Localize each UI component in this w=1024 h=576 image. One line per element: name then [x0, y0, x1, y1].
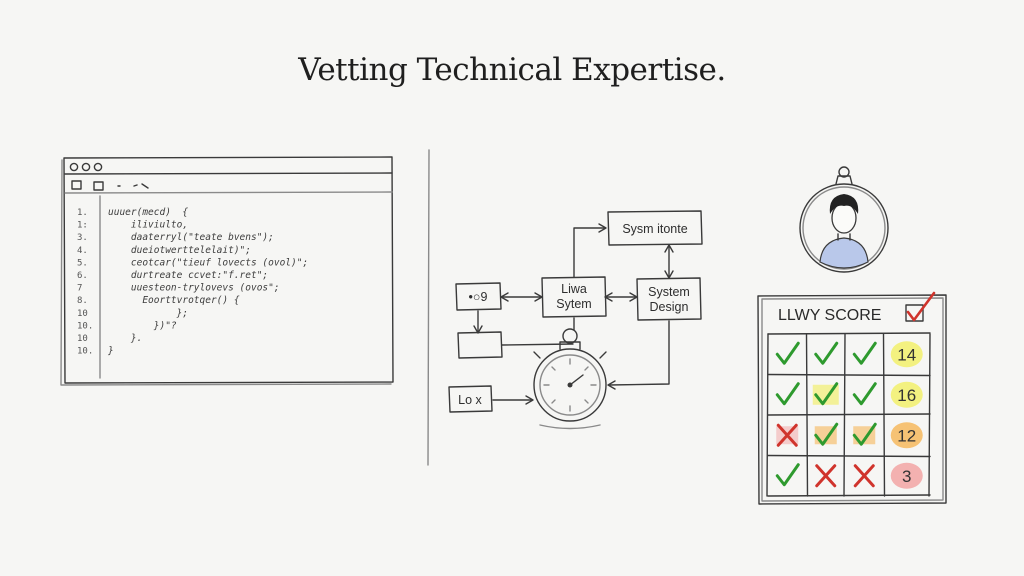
grid-line: [928, 333, 931, 497]
grid-line: [767, 494, 931, 497]
score-highlight: [890, 422, 923, 449]
score-highlight: [890, 341, 923, 368]
right-box-label-1: System: [648, 285, 690, 299]
mid-box-label-1: Liwa: [561, 282, 587, 296]
grid-line: [767, 413, 931, 416]
scorecard: LLWY SCORE 14 16 12 3: [757, 291, 947, 505]
code-line: ceotcar("tieuf lovects (ovol)";: [108, 257, 308, 268]
grid-line: [766, 333, 769, 497]
check-icon: [852, 382, 877, 406]
check-icon: [775, 463, 800, 487]
score-grid: 14 16 12 3: [766, 332, 931, 497]
line-number: 3.: [77, 233, 88, 243]
code-line: };: [108, 308, 188, 319]
check-icon: [814, 422, 839, 446]
toolbar-marks: [117, 183, 149, 189]
stopwatch-icon: [533, 328, 607, 430]
grid-line: [767, 332, 931, 335]
code-line: })"?: [108, 320, 177, 331]
line-number: 10: [77, 309, 88, 319]
check-icon: [775, 341, 800, 365]
check-icon: [814, 341, 839, 365]
cross-icon: [815, 464, 837, 488]
line-number: 10.: [77, 347, 93, 357]
code-line: iliviulto,: [108, 220, 188, 231]
empty-box: [457, 331, 503, 359]
code-line: uuesteon-trylovevs (ovos";: [108, 283, 280, 294]
grid-line: [767, 373, 931, 377]
toolbar-icon: [93, 181, 104, 191]
window-dot-icon: [81, 162, 91, 172]
divider-line: [427, 149, 430, 466]
bottom-box: [448, 385, 493, 413]
window-dot-icon: [69, 162, 79, 172]
line-number: 6.: [77, 271, 88, 281]
avatar: [799, 166, 889, 273]
mid-box-label-2: Sytem: [556, 297, 591, 311]
line-number: 10: [77, 334, 88, 344]
grid-line: [767, 454, 931, 458]
scorecard-header: LLWY SCORE: [778, 307, 881, 324]
window-dot-icon: [93, 162, 103, 172]
line-number: 1.: [77, 208, 88, 218]
grid-line: [805, 333, 809, 497]
line-number: 1:: [77, 221, 88, 231]
top-box-label: Sysm itonte: [622, 222, 687, 236]
check-icon: [852, 341, 877, 365]
line-number: 7: [77, 284, 82, 294]
score-highlight: [890, 381, 923, 408]
avatar-body: [819, 237, 869, 269]
code-line: dueiotwerttelelait)";: [108, 245, 251, 256]
cross-icon: [853, 464, 875, 488]
grid-line: [882, 333, 886, 497]
right-box: [636, 277, 702, 321]
mid-box: [541, 276, 607, 318]
top-box: [607, 210, 703, 246]
code-line: daaterryl("teate bvens");: [108, 232, 274, 243]
check-icon: [814, 382, 839, 406]
flow-diagram: Sysm itonte Liwa Sytem System Design •○9…: [448, 210, 703, 430]
connector-arrows: [473, 223, 674, 405]
score-value: 12: [897, 426, 916, 445]
line-number: 4.: [77, 246, 88, 256]
score-value: 3: [902, 467, 911, 486]
score-value: 14: [897, 345, 916, 364]
line-number: 5.: [77, 258, 88, 268]
avatar-hair: [829, 194, 859, 214]
toolbar-icon: [71, 180, 82, 190]
grid-line: [843, 333, 846, 497]
code-line: }: [107, 346, 114, 357]
line-number: 10.: [77, 321, 93, 331]
page-title: Vetting Technical Expertise.: [298, 52, 726, 88]
code-line: }.: [108, 333, 142, 344]
check-icon: [852, 422, 877, 446]
code-line: uuuer(mecd) {: [108, 207, 188, 218]
code-lines: 1. uuuer(mecd) { 1: iliviulto, 3. daaterryl…: [77, 207, 308, 357]
score-highlight: [890, 462, 923, 489]
header-check-icon: [906, 291, 936, 322]
score-value: 16: [897, 386, 916, 405]
code-line: Eoorttvrotqer() {: [108, 295, 240, 306]
line-number: 8.: [77, 296, 88, 306]
cross-icon: [776, 423, 798, 447]
left-box-label: •○9: [469, 290, 488, 304]
bottom-box-label: Lo x: [458, 393, 482, 407]
check-icon: [775, 382, 800, 406]
code-line: durtreate ccvet:"f.ret";: [108, 270, 268, 281]
code-window: 1. uuuer(mecd) { 1: iliviulto, 3. daaterryl…: [60, 156, 394, 386]
left-box: [455, 282, 502, 311]
right-box-label-2: Design: [650, 300, 689, 314]
